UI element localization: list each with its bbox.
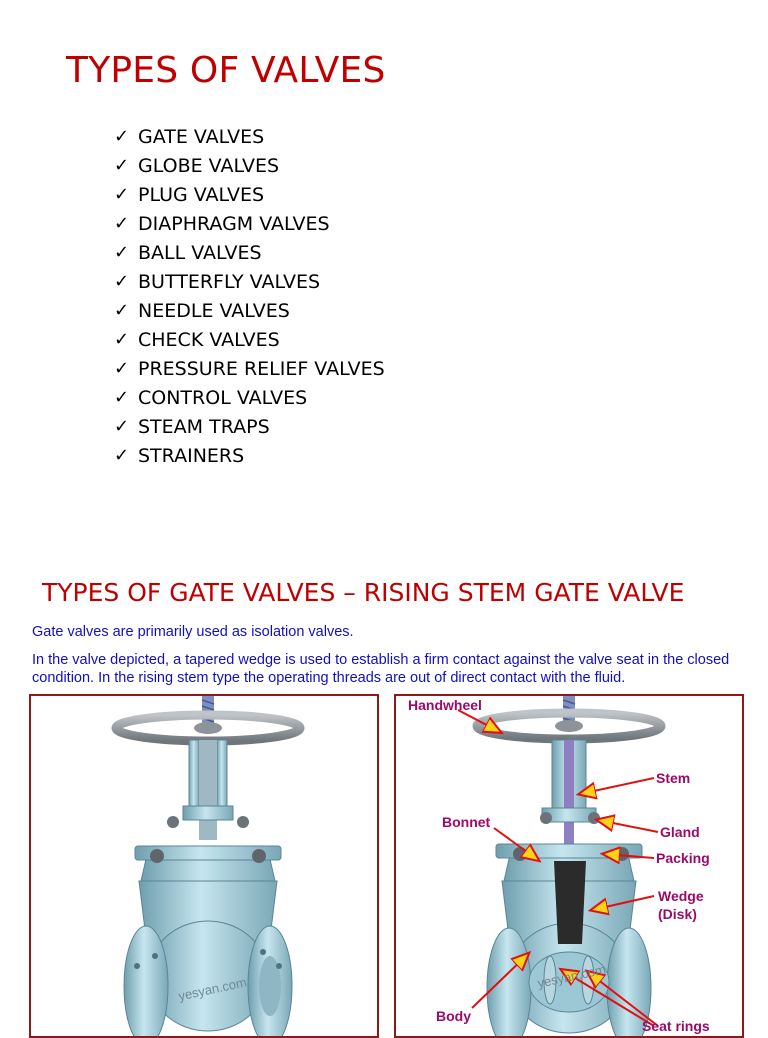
- list-item: ✓ NEEDLE VALVES: [114, 296, 385, 325]
- checkmark-icon: ✓: [114, 271, 130, 292]
- checkmark-icon: ✓: [114, 387, 130, 408]
- label-handwheel: Handwheel: [408, 697, 482, 713]
- list-item: ✓ GATE VALVES: [114, 122, 385, 151]
- label-gland: Gland: [660, 824, 700, 840]
- checkmark-icon: ✓: [114, 416, 130, 437]
- list-item-label: CHECK VALVES: [138, 328, 280, 351]
- label-wedge: Wedge: [658, 888, 704, 904]
- list-item: ✓ GLOBE VALVES: [114, 151, 385, 180]
- valve-types-list: ✓GATE VALVES ✓GLOBE VALVES ✓PLUG VALVES …: [114, 122, 385, 470]
- valve-exterior-illustration: yesyan.com: [29, 694, 379, 1038]
- label-packing: Packing: [656, 850, 710, 866]
- list-item: ✓ BALL VALVES: [114, 238, 385, 267]
- valve-cutaway-illustration: yesyan.com Handwheel Stem Bonnet Gland P…: [394, 694, 744, 1038]
- checkmark-icon: ✓: [114, 329, 130, 350]
- list-item: ✓ STEAM TRAPS: [114, 412, 385, 441]
- intro-text: Gate valves are primarily used as isolat…: [32, 624, 354, 640]
- description-text: In the valve depicted, a tapered wedge i…: [32, 652, 730, 686]
- gate-valve-exterior-drawing: yesyan.com: [111, 696, 305, 1036]
- list-item: ✓ PRESSURE RELIEF VALVES: [114, 354, 385, 383]
- list-item-label: GATE VALVES: [138, 125, 265, 148]
- checkmark-icon: ✓: [114, 184, 130, 205]
- list-item-label: CONTROL VALVES: [138, 386, 308, 409]
- list-item-label: PLUG VALVES: [138, 183, 265, 206]
- list-item: ✓ CHECK VALVES: [114, 325, 385, 354]
- slide2-title: TYPES OF GATE VALVES – RISING STEM GATE …: [42, 578, 685, 607]
- checkmark-icon: ✓: [114, 300, 130, 321]
- checkmark-icon: ✓: [114, 126, 130, 147]
- list-item: ✓ BUTTERFLY VALVES: [114, 267, 385, 296]
- list-item-label: STRAINERS: [138, 444, 245, 467]
- list-item-label: GLOBE VALVES: [138, 154, 280, 177]
- list-item-label: BALL VALVES: [138, 241, 262, 264]
- checkmark-icon: ✓: [114, 155, 130, 176]
- label-bonnet: Bonnet: [442, 814, 491, 830]
- list-item-label: STEAM TRAPS: [138, 415, 270, 438]
- label-seat-rings: Seat rings: [642, 1018, 710, 1034]
- list-item: ✓ CONTROL VALVES: [114, 383, 385, 412]
- checkmark-icon: ✓: [114, 213, 130, 234]
- list-item: ✓ STRAINERS: [114, 441, 385, 470]
- list-item-label: NEEDLE VALVES: [138, 299, 290, 322]
- list-item-label: DIAPHRAGM VALVES: [138, 212, 330, 235]
- list-item-label: PRESSURE RELIEF VALVES: [138, 357, 385, 380]
- list-item: ✓ PLUG VALVES: [114, 180, 385, 209]
- label-body: Body: [436, 1008, 471, 1024]
- label-stem: Stem: [656, 770, 691, 786]
- gate-valve-cutaway-drawing: yesyan.com: [457, 696, 666, 1036]
- list-item-label: BUTTERFLY VALVES: [138, 270, 321, 293]
- checkmark-icon: ✓: [114, 445, 130, 466]
- list-item: ✓ DIAPHRAGM VALVES: [114, 209, 385, 238]
- slide-title: TYPES OF VALVES: [66, 50, 386, 91]
- checkmark-icon: ✓: [114, 242, 130, 263]
- checkmark-icon: ✓: [114, 358, 130, 379]
- label-disk: (Disk): [658, 906, 697, 922]
